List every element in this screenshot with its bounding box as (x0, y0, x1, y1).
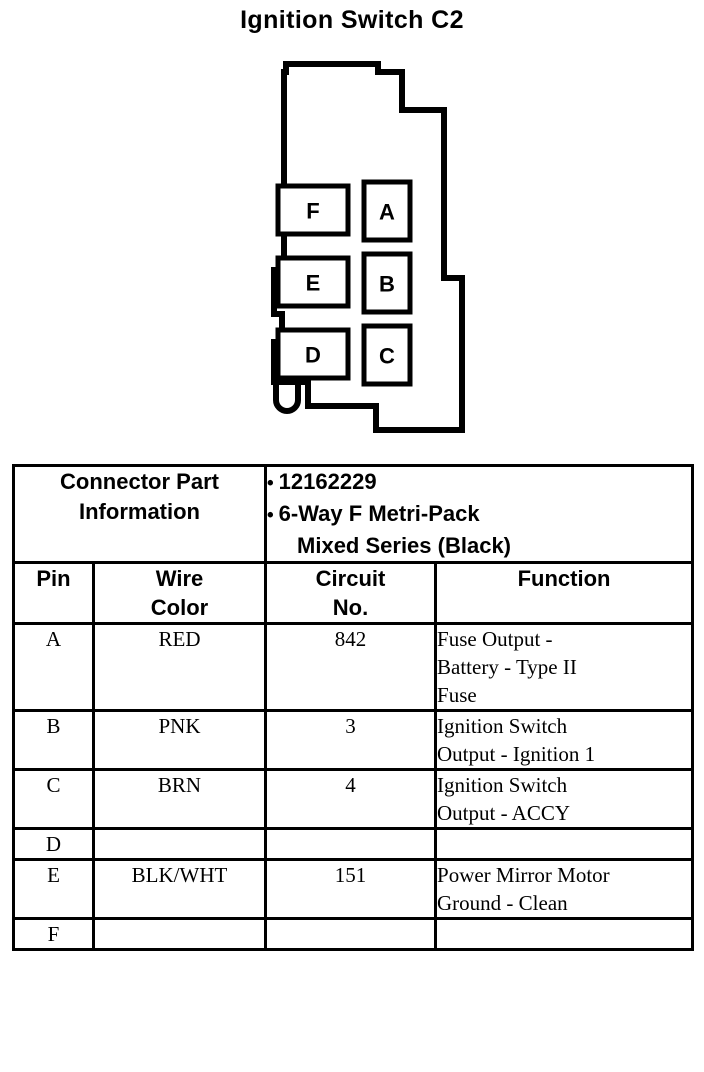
cavity-C[interactable]: C (361, 323, 413, 387)
cell-wire-color: RED (91, 622, 268, 712)
connector-pinout-table: Connector Part Information •12162229 •6-… (11, 464, 695, 951)
bullet-icon: • (267, 505, 274, 526)
connector-outline-svg: F A E B D C (271, 61, 465, 433)
table-row: B PNK 3 Ignition Switch Output - Ignitio… (12, 709, 695, 771)
column-header-function: Function (434, 561, 695, 625)
part-description-text-line2: Mixed Series (Black) (297, 533, 511, 558)
connector-face-diagram: F A E B D C (236, 52, 486, 452)
cell-pin: C (12, 768, 95, 830)
connector-table-container: Connector Part Information •12162229 •6-… (11, 464, 695, 951)
cell-circuit-no (264, 917, 438, 951)
cavity-label-F: F (306, 199, 319, 224)
page-title: Ignition Switch C2 (240, 6, 464, 34)
column-header-pin-line1: Pin (36, 566, 71, 591)
cell-wire-color: BLK/WHT (91, 858, 268, 920)
table-row: F (12, 917, 695, 951)
function-line: Ground - Clean (437, 891, 568, 915)
cell-pin: F (12, 917, 95, 951)
cell-pin: A (12, 622, 95, 712)
cell-pin: E (12, 858, 95, 920)
function-line: Power Mirror Motor (437, 863, 610, 887)
column-header-circuit-no-line1: Circuit (315, 566, 386, 591)
column-header-circuit-no-line2: No. (332, 595, 369, 620)
part-description-bullet: •6-Way F Metri-Pack Mixed Series (Black) (267, 499, 691, 561)
cell-wire-color (91, 827, 268, 861)
cavity-label-B: B (379, 272, 395, 297)
function-line: Output - ACCY (437, 801, 571, 825)
cavity-B[interactable]: B (361, 251, 413, 315)
cavity-A[interactable]: A (361, 179, 413, 243)
table-row: D (12, 827, 695, 861)
function-line: Ignition Switch (437, 714, 568, 738)
cell-function: Power Mirror Motor Ground - Clean (434, 858, 695, 920)
column-header-wire-color: Wire Color (91, 561, 268, 625)
cell-wire-color: PNK (91, 709, 268, 771)
part-information-label-line1: Connector Part (60, 469, 219, 494)
cavity-label-D: D (305, 343, 321, 368)
table-row: E BLK/WHT 151 Power Mirror Motor Ground … (12, 858, 695, 920)
cavity-label-A: A (379, 200, 395, 225)
cell-circuit-no: 151 (264, 858, 438, 920)
part-description-text: 6-Way F Metri-Pack (278, 501, 480, 526)
cell-wire-color (91, 917, 268, 951)
part-number-bullet: •12162229 (267, 467, 691, 499)
function-line: Fuse Output - (437, 627, 553, 651)
cell-circuit-no (264, 827, 438, 861)
bullet-icon: • (267, 473, 274, 494)
cavity-E[interactable]: E (275, 255, 351, 309)
cell-circuit-no: 3 (264, 709, 438, 771)
function-line: Output - Ignition 1 (437, 742, 596, 766)
function-line: Fuse (437, 683, 477, 707)
column-header-function-line1: Function (517, 566, 611, 591)
connector-locking-tab (273, 382, 301, 414)
cell-circuit-no: 4 (264, 768, 438, 830)
cell-pin: B (12, 709, 95, 771)
table-header-row: Pin Wire Color Circuit No. Function (12, 561, 695, 625)
cell-circuit-no: 842 (264, 622, 438, 712)
table-row: A RED 842 Fuse Output - Battery - Type I… (12, 622, 695, 712)
cell-function: Fuse Output - Battery - Type II Fuse (434, 622, 695, 712)
cavity-label-E: E (306, 271, 321, 296)
cell-pin: D (12, 827, 95, 861)
cell-function (434, 827, 695, 861)
cell-function (434, 917, 695, 951)
function-line: Ignition Switch (437, 773, 568, 797)
cavity-D[interactable]: D (275, 327, 351, 381)
column-header-wire-color-line1: Wire (155, 566, 204, 591)
column-header-wire-color-line2: Color (150, 595, 209, 620)
cavity-F[interactable]: F (275, 183, 351, 237)
connector-body-outline (271, 61, 465, 433)
column-header-pin: Pin (12, 561, 95, 625)
cell-function: Ignition Switch Output - Ignition 1 (434, 709, 695, 771)
column-header-circuit-no: Circuit No. (264, 561, 438, 625)
function-line: Battery - Type II (437, 655, 577, 679)
cavity-label-C: C (379, 344, 395, 369)
cell-wire-color: BRN (91, 768, 268, 830)
part-information-label: Connector Part Information (11, 464, 268, 564)
part-number-text: 12162229 (278, 469, 377, 494)
cell-function: Ignition Switch Output - ACCY (434, 768, 695, 830)
part-information-label-line2: Information (79, 499, 200, 524)
table-row: C BRN 4 Ignition Switch Output - ACCY (12, 768, 695, 830)
part-information-values: •12162229 •6-Way F Metri-Pack Mixed Seri… (264, 464, 695, 564)
part-information-row: Connector Part Information •12162229 •6-… (11, 464, 695, 564)
